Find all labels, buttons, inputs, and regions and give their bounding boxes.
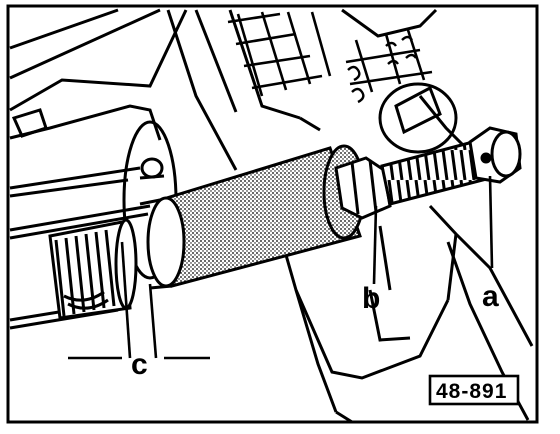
spindle-head — [468, 126, 522, 184]
housing-markings — [347, 35, 417, 104]
housing-boss — [378, 82, 458, 154]
figure-reference-number: 48-891 — [436, 380, 507, 403]
callout-c: c — [131, 348, 148, 381]
callout-a: a — [482, 280, 499, 313]
housing-rib-grid — [227, 11, 433, 97]
hex-nut — [334, 156, 392, 220]
figure-reference-box — [428, 374, 520, 406]
figure-reference: 48-891 — [428, 374, 520, 406]
callout-b: b — [362, 282, 380, 315]
leader-lines — [68, 175, 494, 360]
upper-left-housing — [9, 8, 188, 198]
frame-border — [6, 4, 539, 424]
splined-collar — [48, 218, 138, 320]
